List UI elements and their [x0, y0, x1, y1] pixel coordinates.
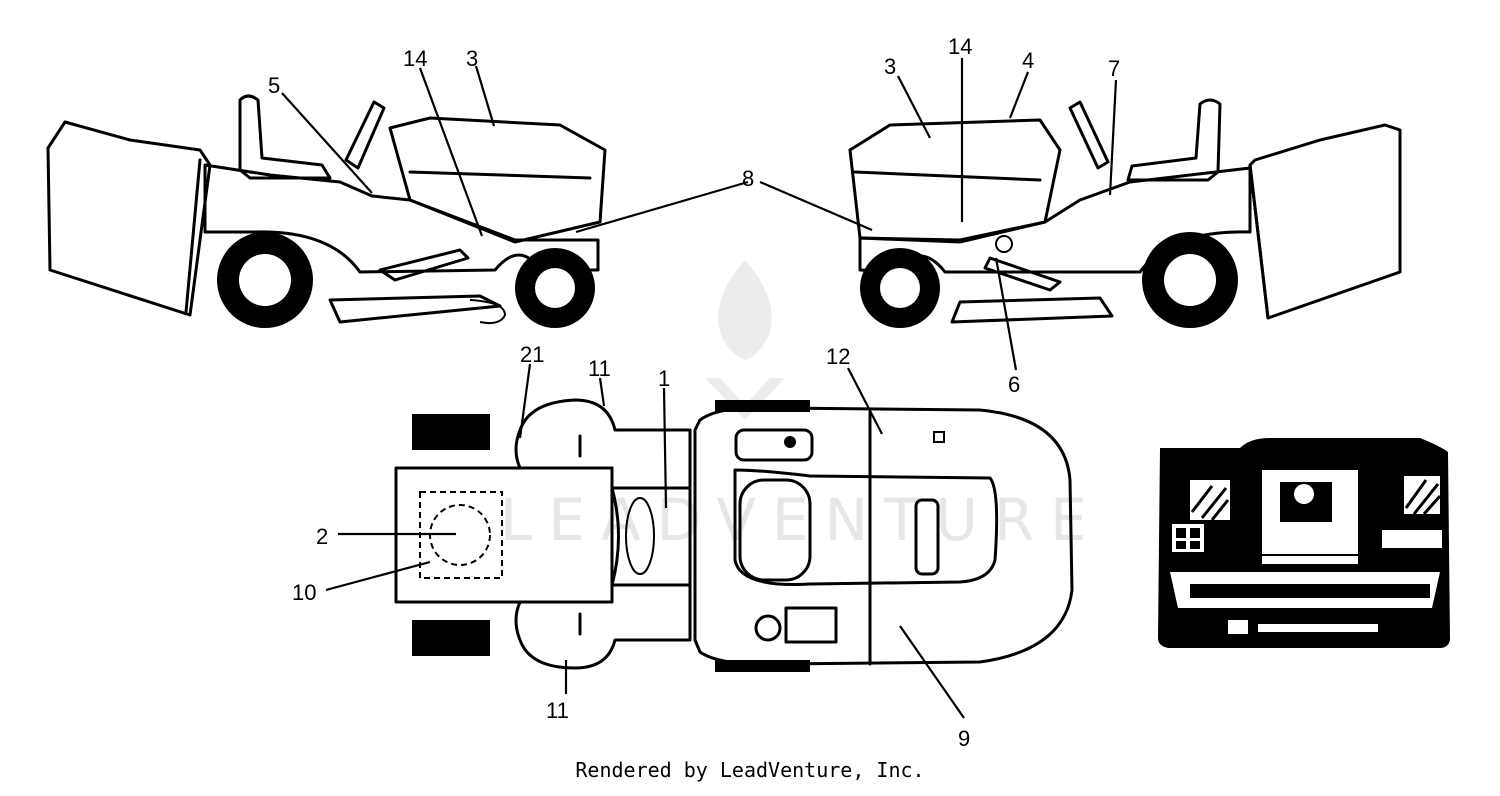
grass-bag-right: [1248, 123, 1402, 320]
callout-12: 12: [826, 344, 850, 369]
seat: [238, 94, 332, 180]
callout-1: 1: [658, 366, 670, 391]
callout-3-left: 3: [466, 46, 478, 71]
callout-4-right: 4: [1022, 48, 1034, 73]
footer-credit: Rendered by LeadVenture, Inc.: [575, 758, 925, 782]
rear-tire-top: [412, 414, 490, 450]
mower-deck-right: [950, 296, 1114, 324]
chevron-watermark-icon: [705, 378, 785, 420]
callout-2: 2: [316, 524, 328, 549]
fuel-cap-right: [995, 235, 1013, 253]
deck-handle: [469, 299, 507, 325]
fuel-gauge: [784, 606, 838, 644]
steering-console: [738, 478, 812, 582]
callout-8: 8: [742, 166, 754, 191]
steering-wheel-right: [1068, 100, 1110, 170]
callout-7-right: 7: [1108, 56, 1120, 81]
lift-lever: [378, 248, 470, 282]
lift-lever-right: [983, 256, 1062, 292]
top-view: 21 11 1 12 2 10 11 9: [292, 342, 1074, 751]
rear-fender-top: [514, 398, 692, 670]
seat-right: [1126, 98, 1222, 182]
hood-vent: [914, 498, 940, 576]
callout-14-left: 14: [403, 46, 427, 71]
flame-watermark-icon: [718, 260, 772, 360]
rear-tire-bottom: [412, 620, 490, 656]
left-side-view: 5 14 3: [46, 46, 749, 328]
right-side-view: 3 14 4 7 6: [759, 34, 1402, 397]
callout-10: 10: [292, 580, 316, 605]
callout-9: 9: [958, 726, 970, 751]
hood: [388, 116, 607, 244]
callout-6-right: 6: [1008, 372, 1020, 397]
dash-panel-decal: [1158, 438, 1450, 648]
seat-top: [610, 486, 692, 587]
steering-wheel: [344, 100, 386, 170]
watermark-text: LEADVENTURE: [500, 486, 1103, 554]
panel-warning-icons: [1176, 528, 1186, 538]
dash-gauge: [734, 428, 814, 462]
watermark: LEADVENTURE: [500, 260, 1103, 554]
grass-bag: [46, 120, 212, 317]
callout-11-bottom: 11: [546, 698, 569, 723]
callout-5-left: 5: [268, 73, 280, 98]
callout-11-top: 11: [588, 356, 611, 381]
panel-logo-icon: [1294, 484, 1314, 504]
callout-14-right: 14: [948, 34, 972, 59]
callout-21: 21: [520, 342, 544, 367]
body-side: [203, 163, 600, 274]
panel-bottom-icon: [1228, 620, 1248, 634]
callout-3-right: 3: [884, 54, 896, 79]
